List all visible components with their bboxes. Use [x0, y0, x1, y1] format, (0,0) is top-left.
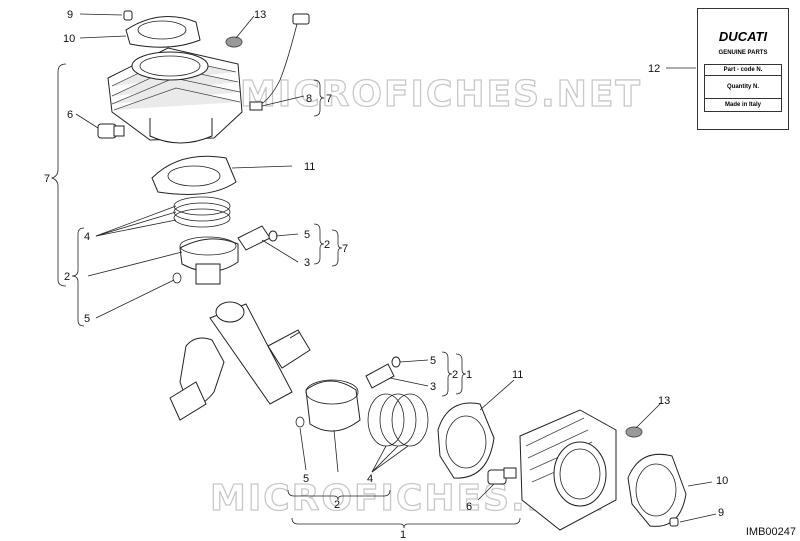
callout-10-bottom: 10: [716, 475, 728, 487]
callout-2-top: 2: [64, 271, 70, 283]
top-head-gasket: [125, 16, 201, 48]
genuine-parts-label: DUCATI GENUINE PARTS Part - code N. Quan…: [697, 8, 789, 130]
diagram-code: IMB00247: [745, 526, 796, 538]
top-cylinder: [107, 47, 243, 144]
piston-bottom: [305, 379, 361, 432]
callout-5-bottom: 5: [303, 473, 309, 485]
pin-mid: [365, 356, 401, 389]
callout-labels: 9 10 13 8 7 6 7 11 4 2 5 5 3 2 7 12 5 3 …: [44, 9, 728, 541]
dowel-top: [123, 10, 133, 21]
callout-2-top-right: 2: [324, 239, 330, 251]
callout-8: 8: [306, 93, 312, 105]
dowel-bottom: [669, 517, 679, 527]
part-code-row: Part - code N.: [704, 64, 782, 76]
base-gasket-bottom: [437, 402, 495, 479]
callout-13-top: 13: [254, 9, 266, 21]
cap-bottom: [625, 426, 643, 438]
callout-7-sensor: 7: [326, 93, 332, 105]
bottom-cylinder: [519, 409, 617, 531]
piston-top: [179, 236, 239, 285]
callout-9-bottom: 9: [718, 507, 724, 519]
cap-top: [225, 36, 243, 48]
brand-logo: DUCATI: [718, 29, 768, 44]
rings-top: [173, 196, 231, 228]
callout-3-top: 3: [304, 257, 310, 269]
watermark-top: MICROFICHES.NET: [240, 74, 642, 115]
callout-11-bottom: 11: [512, 369, 523, 381]
crankshaft: [169, 301, 311, 421]
callout-5-mid: 5: [430, 355, 436, 367]
stud-bottom: [487, 467, 517, 485]
callout-5-top-left: 5: [84, 313, 90, 325]
callout-6-top: 6: [67, 109, 73, 121]
callout-1-bottom: 1: [400, 529, 406, 541]
callout-2-bottom: 2: [334, 499, 340, 511]
callout-6-bottom: 6: [466, 501, 472, 513]
callout-13-bottom: 13: [658, 395, 670, 407]
circlip-top-left: [172, 272, 182, 284]
genuine-parts-text: GENUINE PARTS: [718, 50, 768, 56]
callout-5-top-right: 5: [304, 229, 310, 241]
base-gasket-top: [151, 155, 237, 195]
pin-top: [237, 225, 278, 251]
leader-lines: [50, 13, 717, 529]
callout-4-bottom: 4: [367, 473, 373, 485]
made-in-row: Made in Italy: [704, 99, 782, 112]
rings-bottom: [367, 393, 429, 447]
callout-3-mid: 3: [430, 381, 436, 393]
callout-4-top: 4: [84, 231, 90, 243]
head-gasket-bottom: [627, 453, 687, 527]
callout-9-top: 9: [67, 9, 73, 21]
callout-7-top-right: 7: [342, 243, 348, 255]
callout-1-mid: 1: [466, 369, 472, 381]
quantity-row: Quantity N.: [704, 76, 782, 99]
callout-10-top: 10: [63, 33, 75, 45]
callout-11-top: 11: [304, 161, 315, 173]
callout-2-mid: 2: [452, 369, 458, 381]
callout-7-group: 7: [44, 173, 50, 185]
stud-top: [97, 123, 125, 139]
circlip-bottom: [295, 416, 305, 428]
callout-12: 12: [648, 63, 660, 75]
